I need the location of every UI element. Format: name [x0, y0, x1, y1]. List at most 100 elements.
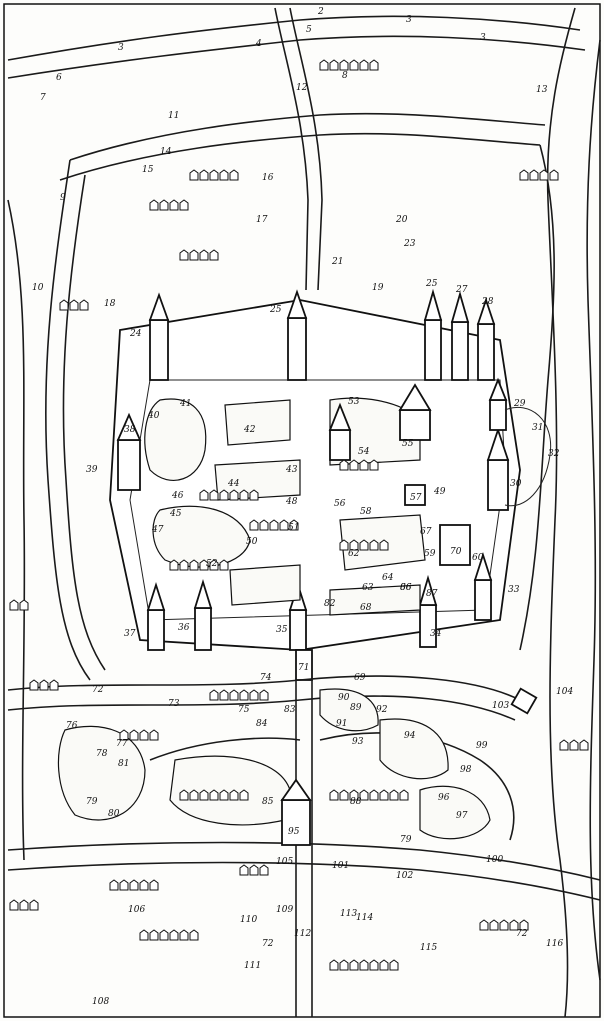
- block-43: [214, 459, 301, 501]
- map-label-l-56a: 56: [334, 499, 346, 509]
- map-label-l-28a: 28: [481, 297, 494, 307]
- map-label-l-84a: 84: [256, 719, 268, 729]
- map-label-l-86a: 86: [400, 583, 412, 593]
- map-label-l-3c: 3: [480, 33, 486, 43]
- map-label-l-99a: 99: [476, 741, 488, 751]
- map-label-l-59a: 59: [424, 549, 436, 559]
- map-label-l-25b: 25: [425, 279, 438, 289]
- tower-38: [116, 412, 142, 491]
- gate-103: [510, 687, 538, 715]
- tower-34: [418, 574, 438, 648]
- building-70: [439, 524, 471, 566]
- hut: [49, 679, 59, 691]
- hut: [229, 169, 239, 181]
- road-central-north: [289, 7, 323, 291]
- block-97: [419, 785, 491, 840]
- hut: [79, 299, 89, 311]
- hut: [329, 789, 339, 801]
- map-label-l-33a: 33: [508, 585, 520, 595]
- hut: [239, 689, 249, 701]
- map-label-l-25a: 25: [269, 305, 282, 315]
- map-label-l-88a: 88: [350, 797, 362, 807]
- map-label-l-3a: 3: [406, 15, 412, 25]
- tower-24: [148, 292, 170, 381]
- map-label-l-104a: 104: [556, 687, 573, 697]
- map-label-l-2a: 2: [317, 7, 324, 17]
- hut: [179, 559, 189, 571]
- map-label-l-74a: 74: [260, 673, 272, 683]
- map-label-l-70a: 70: [450, 547, 462, 557]
- road-ring-north: [69, 112, 546, 161]
- hut: [189, 169, 199, 181]
- map-label-l-110a: 110: [240, 915, 257, 925]
- hut: [159, 929, 169, 941]
- block-49: [229, 564, 301, 606]
- hut: [199, 559, 209, 571]
- hut: [229, 489, 239, 501]
- hut: [539, 169, 549, 181]
- hut: [319, 59, 329, 71]
- map-label-l-9a: 9: [60, 193, 66, 203]
- hut: [359, 59, 369, 71]
- hut: [169, 559, 179, 571]
- hut: [339, 789, 349, 801]
- hut: [259, 864, 269, 876]
- hut: [249, 689, 259, 701]
- map-label-l-58a: 58: [360, 507, 372, 517]
- hut: [189, 249, 199, 261]
- hut: [29, 899, 39, 911]
- hut: [359, 959, 369, 971]
- hut: [339, 539, 349, 551]
- church-53: [328, 402, 352, 461]
- hut: [519, 919, 529, 931]
- hut: [249, 489, 259, 501]
- hut: [129, 729, 139, 741]
- map-label-l-94a: 94: [404, 731, 416, 741]
- map-label-l-51a: 51: [288, 523, 299, 533]
- river-west-bank: [586, 39, 601, 981]
- map-label-l-18a: 18: [104, 299, 116, 309]
- east-loop-wall: [504, 406, 552, 507]
- hut: [219, 169, 229, 181]
- map-label-l-4a: 4: [255, 39, 262, 49]
- hut: [159, 199, 169, 211]
- hut: [249, 864, 259, 876]
- map-label-l-76a: 76: [66, 721, 78, 731]
- map-label-l-96a: 96: [438, 793, 450, 803]
- hut: [69, 299, 79, 311]
- hut: [199, 169, 209, 181]
- hut: [199, 789, 209, 801]
- hut: [279, 519, 289, 531]
- block-94: [379, 718, 449, 780]
- map-label-l-62a: 62: [348, 549, 360, 559]
- hut: [349, 959, 359, 971]
- map-label-l-60a: 60: [472, 553, 484, 563]
- hut: [29, 679, 39, 691]
- map-label-l-5a: 5: [306, 25, 312, 35]
- hut: [329, 59, 339, 71]
- map-label-l-57a: 57: [410, 493, 422, 503]
- map-label-l-40a: 40: [147, 411, 160, 421]
- map-label-l-82a: 82: [324, 599, 336, 609]
- map-label-l-45a: 45: [169, 509, 182, 519]
- tower-29: [488, 377, 508, 431]
- hut: [369, 459, 379, 471]
- hut: [359, 789, 369, 801]
- map-label-l-52a: 52: [206, 559, 218, 569]
- hut: [389, 789, 399, 801]
- road-central-north-b: [274, 7, 309, 291]
- map-label-l-7a: 7: [40, 93, 46, 103]
- road-north-2: [7, 35, 586, 79]
- hut: [239, 489, 249, 501]
- map-label-l-27a: 27: [455, 285, 468, 295]
- map-label-l-80a: 80: [108, 809, 120, 819]
- hut: [369, 59, 379, 71]
- hut: [179, 789, 189, 801]
- map-label-l-106a: 106: [128, 905, 145, 915]
- hut: [149, 729, 159, 741]
- hut: [209, 559, 219, 571]
- tower-33: [473, 552, 493, 621]
- map-label-l-67a: 67: [420, 527, 432, 537]
